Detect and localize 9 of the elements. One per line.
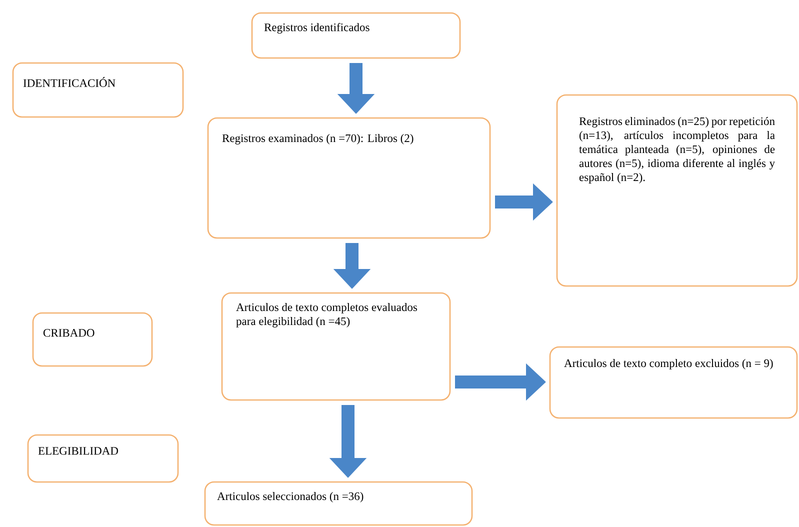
- process-box: Articulos seleccionados (n =36): [204, 481, 473, 526]
- stage-label: IDENTIFICACIÓN: [12, 62, 184, 118]
- process-box: Articulos de texto completos evaluados para elegibilidad (n =45): [221, 292, 451, 401]
- process-box: Registros examinados (n =70): Libros (2): [207, 117, 491, 239]
- stage-label: ELEGIBILIDAD: [27, 434, 179, 483]
- process-box: Articulos de texto completo excluidos (n = 9): [549, 346, 798, 419]
- stage-label: CRIBADO: [32, 312, 153, 367]
- process-box: Registros identificados: [251, 12, 461, 59]
- process-box: Registros eliminados (n=25) por repetición (n=13), artículos incompletos para la temática planteada (n=5), opiniones de autores (n=5), idioma diferente al inglés y español (n=2).: [556, 94, 798, 287]
